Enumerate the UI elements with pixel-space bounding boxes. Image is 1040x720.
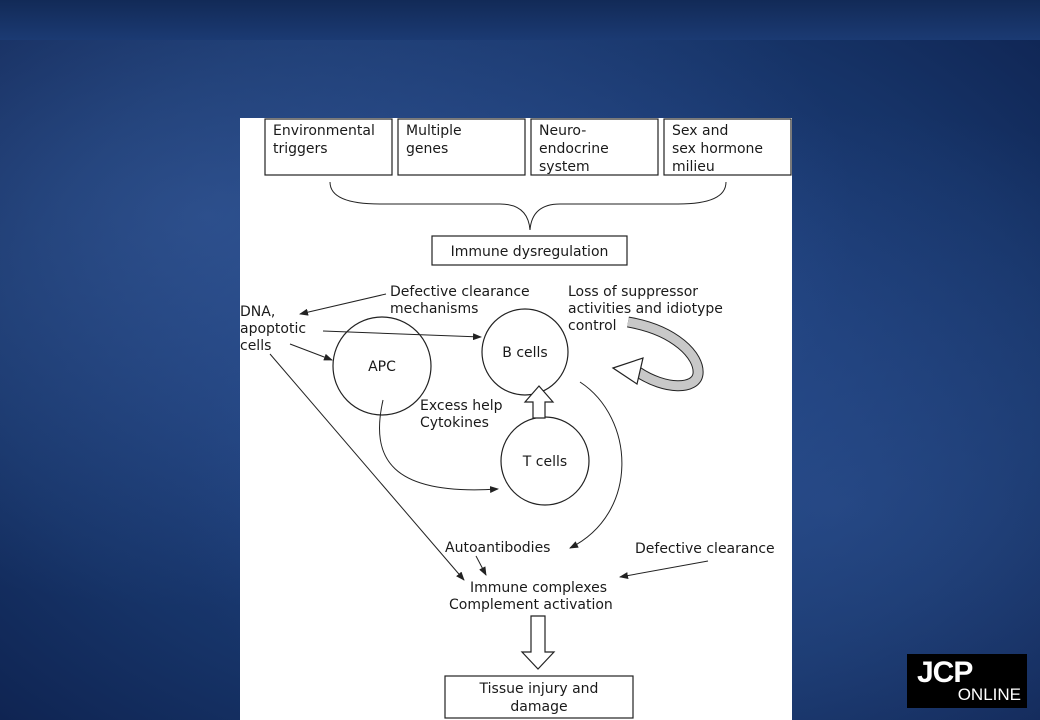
svg-text:activities and idiotype: activities and idiotype bbox=[568, 301, 723, 317]
logo-jcp-text: JCP bbox=[917, 656, 973, 689]
arrow-dna-to-immune-complexes bbox=[269, 353, 465, 581]
arrow-dna-to-apc bbox=[289, 343, 333, 361]
svg-text:system: system bbox=[539, 159, 590, 175]
loss-of-suppressor-label: Loss of suppressor activities and idioty… bbox=[568, 284, 723, 334]
svg-text:B cells: B cells bbox=[502, 345, 547, 361]
svg-text:endocrine: endocrine bbox=[539, 141, 609, 157]
defective-clearance-label: Defective clearance bbox=[635, 541, 775, 557]
svg-text:sex hormone: sex hormone bbox=[672, 141, 763, 157]
svg-text:Sex and: Sex and bbox=[672, 123, 728, 139]
pathogenesis-diagram: Environmental triggers Multiple genes Ne… bbox=[240, 118, 792, 719]
svg-text:Multiple: Multiple bbox=[406, 123, 462, 139]
factor-box-sex-hormone: Sex and sex hormone milieu bbox=[663, 118, 792, 176]
svg-text:milieu: milieu bbox=[672, 159, 715, 175]
arrow-apc-to-t-cells bbox=[379, 399, 499, 494]
dna-apoptotic-label: DNA, apoptotic cells bbox=[240, 304, 306, 354]
brace bbox=[329, 181, 727, 231]
apc-node: APC bbox=[332, 316, 432, 416]
immune-dysregulation-box: Immune dysregulation bbox=[431, 235, 628, 266]
jcp-online-logo: JCP ONLINE bbox=[907, 654, 1027, 708]
svg-text:Tissue injury and: Tissue injury and bbox=[479, 681, 599, 697]
svg-text:T cells: T cells bbox=[522, 454, 567, 470]
svg-text:control: control bbox=[568, 318, 617, 334]
svg-text:triggers: triggers bbox=[273, 141, 328, 157]
immune-complexes-label: Immune complexes Complement activation bbox=[449, 580, 613, 613]
t-cells-node: T cells bbox=[500, 416, 590, 506]
defective-clearance-mechanisms-label: Defective clearance mechanisms bbox=[390, 284, 530, 317]
svg-text:APC: APC bbox=[368, 359, 396, 375]
svg-text:Immune dysregulation: Immune dysregulation bbox=[451, 244, 609, 260]
factor-box-neuroendocrine: Neuro- endocrine system bbox=[530, 118, 659, 176]
svg-text:Cytokines: Cytokines bbox=[420, 415, 489, 431]
tissue-injury-box: Tissue injury and damage bbox=[444, 675, 634, 719]
svg-text:Complement activation: Complement activation bbox=[449, 597, 613, 613]
autoantibodies-label: Autoantibodies bbox=[445, 540, 550, 556]
svg-text:Defective clearance: Defective clearance bbox=[390, 284, 530, 300]
suppressor-feedback-arrow-fill bbox=[627, 317, 703, 391]
svg-text:mechanisms: mechanisms bbox=[390, 301, 478, 317]
b-cells-node: B cells bbox=[481, 308, 569, 396]
hollow-arrow-up bbox=[523, 385, 555, 419]
hollow-arrow-down bbox=[520, 615, 556, 670]
svg-text:Neuro-: Neuro- bbox=[539, 123, 586, 139]
svg-text:Loss of suppressor: Loss of suppressor bbox=[568, 284, 698, 300]
arrow-dna-to-b-cells bbox=[322, 330, 482, 341]
slide-top-band bbox=[0, 0, 1040, 40]
arrow-clearance-to-dna bbox=[299, 293, 387, 316]
arrow-defective-clearance-to-complexes bbox=[619, 560, 709, 580]
svg-text:genes: genes bbox=[406, 141, 448, 157]
svg-text:Immune complexes: Immune complexes bbox=[470, 580, 607, 596]
svg-text:Excess help: Excess help bbox=[420, 398, 503, 414]
arrow-b-cells-to-autoantibodies bbox=[569, 381, 623, 549]
arrow-autoantibodies-to-complexes bbox=[475, 555, 487, 576]
svg-text:DNA,: DNA, bbox=[240, 304, 275, 320]
diagram-panel: Environmental triggers Multiple genes Ne… bbox=[240, 118, 792, 720]
svg-text:cells: cells bbox=[240, 338, 271, 354]
svg-text:apoptotic: apoptotic bbox=[240, 321, 306, 337]
logo-online-text: ONLINE bbox=[957, 685, 1021, 704]
suppressor-feedback-arrowhead bbox=[611, 357, 644, 385]
svg-text:Environmental: Environmental bbox=[273, 123, 375, 139]
factor-box-multiple-genes: Multiple genes bbox=[397, 118, 526, 176]
factor-box-environmental: Environmental triggers bbox=[264, 118, 393, 176]
excess-help-label: Excess help Cytokines bbox=[420, 398, 503, 431]
svg-text:damage: damage bbox=[510, 699, 567, 715]
